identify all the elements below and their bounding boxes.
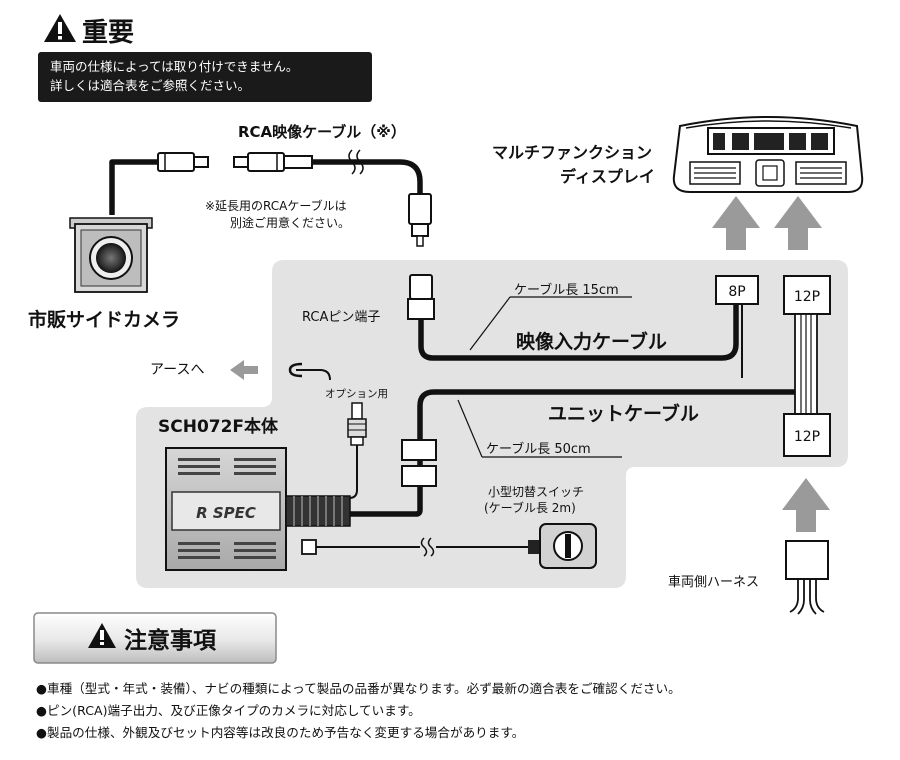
rca-note-line-2: 別途ご用意ください。: [230, 215, 350, 230]
switch-cable: [301, 537, 540, 557]
display-label-line-2: ディスプレイ: [560, 167, 655, 186]
unit-name: SCH072F本体: [158, 416, 279, 437]
cable-length-50: ケーブル長 50cm: [486, 441, 591, 457]
rca-pin-label: RCAピン端子: [302, 310, 380, 325]
warning-icon: [44, 14, 76, 42]
notice-line-1: 車両の仕様によっては取り付けできません。: [50, 59, 299, 74]
unit-cable: [350, 389, 795, 517]
connector-8p-label: 8P: [728, 284, 745, 300]
unit-cable-label: ユニットケーブル: [548, 402, 699, 425]
notice-line-2: 詳しくは適合表をご参照ください。: [50, 78, 251, 93]
selector-switch: [539, 523, 597, 569]
switch-label-line-2: (ケーブル長 2m): [484, 500, 576, 515]
caution-item: ●製品の仕様、外観及びセット内容等は改良のため予告なく変更する場合があります。: [36, 725, 525, 740]
important-notice: 車両の仕様によっては取り付けできません。 詳しくは適合表をご参照ください。: [38, 52, 372, 102]
caution-item: ●ピン(RCA)端子出力、及び正像タイプのカメラに対応しています。: [36, 703, 421, 718]
cable-length-15: ケーブル長 15cm: [514, 282, 619, 298]
rca-note-line-1: ※延長用のRCAケーブルは: [205, 198, 347, 213]
connector-12p-top-label: 12P: [794, 289, 820, 305]
cable-length-15-leader: [469, 296, 632, 351]
side-camera: [69, 152, 209, 293]
main-unit-box: R SPEC: [165, 447, 351, 571]
connector-8p: [715, 275, 759, 305]
arrow-left-icon: [230, 360, 258, 380]
cautions-title: 注意事項: [124, 627, 217, 654]
brand-logo: R SPEC: [196, 504, 256, 522]
warning-icon: [88, 623, 116, 648]
earth-label: アースへ: [150, 362, 204, 378]
wire-bundle: [794, 313, 818, 415]
rca-extension-cable: [233, 149, 432, 247]
video-input-cable: [407, 274, 743, 378]
connector-12p-bottom: [783, 413, 831, 457]
option-label: オプション用: [325, 388, 388, 400]
cautions-list: ●車種（型式・年式・装備）、ナビの種類によって製品の品番が異なります。必ず最新の…: [36, 678, 886, 744]
rca-cable-title: RCA映像ケーブル（※）: [238, 123, 406, 141]
multifunction-display: [672, 116, 864, 193]
option-connector: [338, 402, 367, 499]
display-label-line-1: マルチファンクション: [492, 143, 652, 162]
caution-item: ●車種（型式・年式・装備）、ナビの種類によって製品の品番が異なります。必ず最新の…: [36, 681, 681, 696]
camera-label: 市販サイドカメラ: [28, 308, 180, 331]
switch-label-line-1: 小型切替スイッチ: [488, 485, 584, 499]
arrow-up-icon: [782, 478, 830, 532]
page-title: 重要: [82, 18, 134, 48]
arrow-up-icon: [712, 196, 760, 250]
cautions-header: 注意事項: [33, 612, 277, 664]
video-input-cable-label: 映像入力ケーブル: [516, 330, 667, 353]
connector-12p-bottom-label: 12P: [794, 429, 820, 445]
arrow-up-icon: [774, 196, 822, 250]
earth-terminal-icon: [288, 362, 331, 381]
cable-length-50-leader: [457, 399, 622, 458]
harness-label: 車両側ハーネス: [668, 575, 759, 590]
vehicle-harness: [785, 540, 829, 615]
